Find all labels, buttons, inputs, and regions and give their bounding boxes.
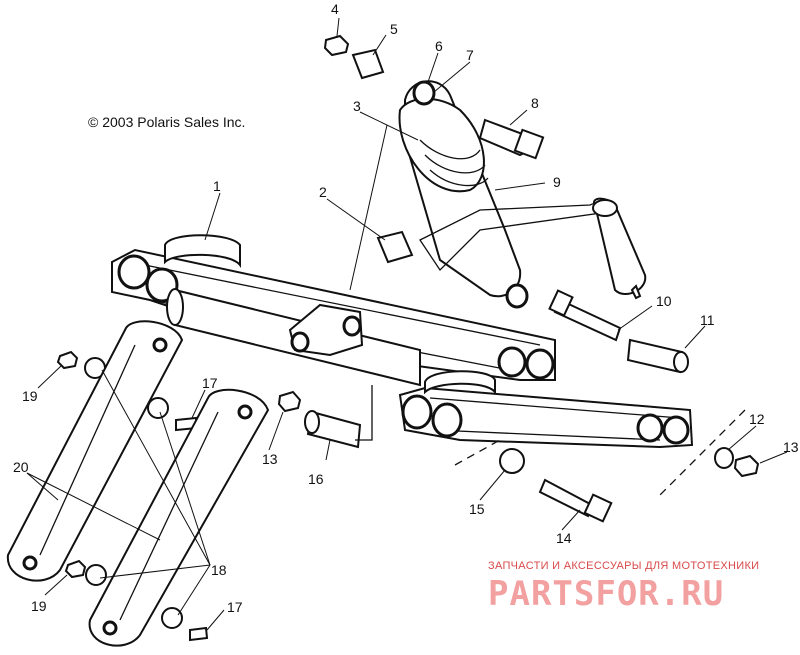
callout-14: 14 — [556, 530, 572, 546]
callout-7: 7 — [466, 47, 474, 63]
callout-6: 6 — [435, 38, 443, 54]
fasteners — [56, 34, 760, 642]
callout-13-left: 13 — [262, 451, 278, 467]
callout-2: 2 — [319, 184, 327, 200]
callout-3: 3 — [353, 98, 361, 114]
callout-5: 5 — [390, 21, 398, 37]
callout-1: 1 — [213, 178, 221, 194]
link-left — [6, 320, 184, 582]
shock-absorber — [398, 80, 647, 309]
callout-13-right: 13 — [783, 439, 799, 455]
callout-8: 8 — [531, 95, 539, 111]
callout-19-bottom: 19 — [31, 598, 47, 614]
callout-17-bottom: 17 — [227, 599, 243, 615]
torque-arm-lower — [398, 370, 694, 449]
callout-12: 12 — [749, 411, 765, 427]
mount-bracket — [288, 303, 364, 357]
callout-16: 16 — [308, 471, 324, 487]
copyright-text: © 2003 Polaris Sales Inc. — [88, 114, 246, 130]
callout-11: 11 — [700, 312, 715, 328]
callout-20: 20 — [13, 459, 29, 475]
callout-19-top: 19 — [22, 388, 38, 404]
callout-labels: 4 5 6 7 8 3 9 1 2 10 11 12 13 13 14 15 1… — [13, 1, 799, 615]
callout-10: 10 — [656, 293, 672, 309]
leader-lines — [26, 17, 788, 631]
callout-4: 4 — [331, 1, 339, 17]
callout-18: 18 — [211, 562, 227, 578]
callout-9: 9 — [553, 174, 561, 190]
watermark-logo: PARTSFOR.RU — [488, 574, 725, 614]
callout-15: 15 — [469, 501, 485, 517]
callout-17-top: 17 — [202, 375, 218, 391]
link-right — [88, 388, 270, 647]
watermark-subtitle: ЗАПЧАСТИ И АКСЕССУАРЫ ДЛЯ МОТОТЕХНИКИ — [488, 560, 760, 572]
centerlines — [355, 385, 746, 496]
